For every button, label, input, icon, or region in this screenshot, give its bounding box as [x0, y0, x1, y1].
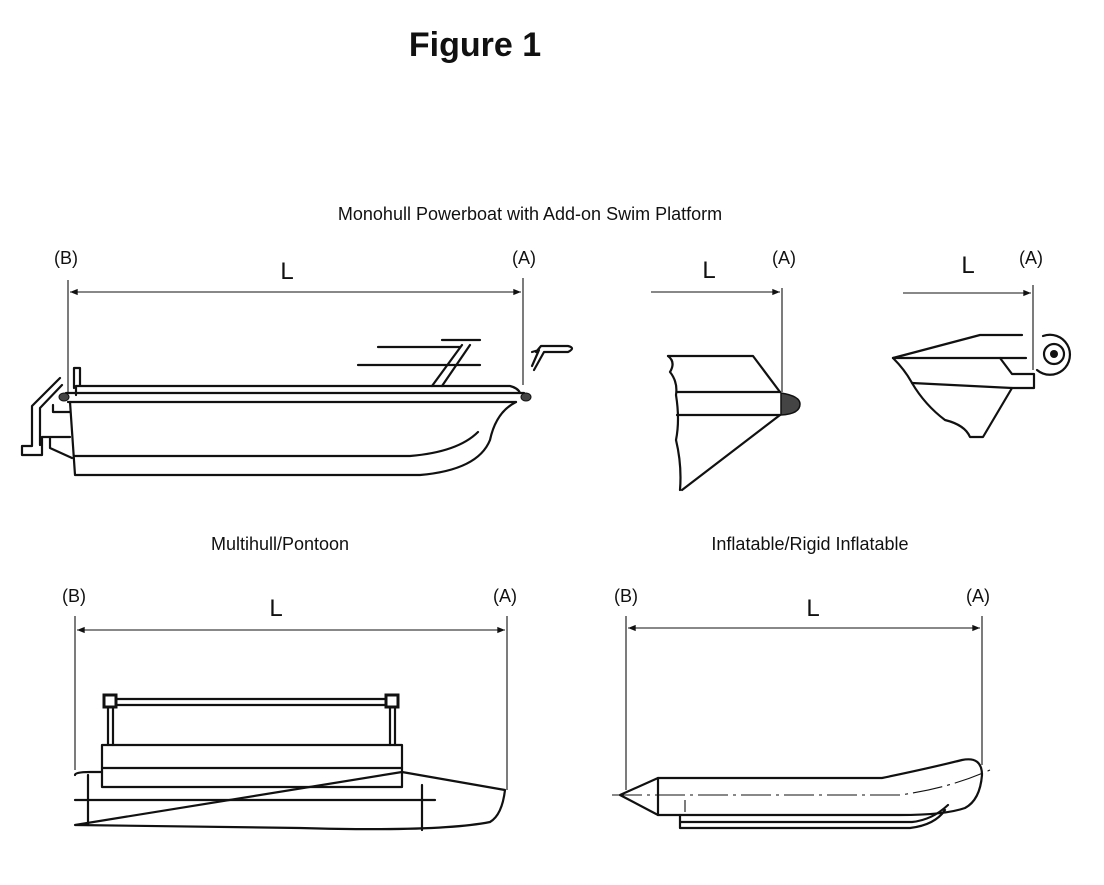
detail1-length-label: L	[702, 257, 715, 284]
inflatable-diagram: Inflatable/Rigid Inflatable (B) (A) L	[612, 534, 991, 830]
pontoon-bow-label: (A)	[493, 586, 517, 606]
bow-detail-fender: (A) L	[651, 248, 801, 492]
inflatable-title: Inflatable/Rigid Inflatable	[711, 534, 908, 554]
figure-title: Figure 1	[409, 26, 541, 64]
monohull-length-label: L	[280, 258, 293, 285]
monohull-stern-label: (B)	[54, 248, 78, 268]
pontoon-diagram: Multihull/Pontoon (B) (A) L	[62, 534, 517, 832]
inflatable-length-label: L	[806, 595, 819, 622]
bow-detail-roller: (A) L	[891, 248, 1071, 439]
pontoon-stern-label: (B)	[62, 586, 86, 606]
inflatable-bow-label: (A)	[966, 586, 990, 606]
monohull-title: Monohull Powerboat with Add-on Swim Plat…	[338, 204, 722, 224]
inflatable-stern-label: (B)	[614, 586, 638, 606]
roller-outer	[1035, 333, 1071, 376]
monohull-diagram: Monohull Powerboat with Add-on Swim Plat…	[20, 204, 722, 477]
monohull-bow-label: (A)	[512, 248, 536, 268]
detail2-bow-label: (A)	[1019, 248, 1043, 268]
detail2-length-label: L	[961, 252, 974, 279]
detail1-bow-label: (A)	[772, 248, 796, 268]
pontoon-length-label: L	[269, 595, 282, 622]
pontoon-title: Multihull/Pontoon	[211, 534, 349, 554]
